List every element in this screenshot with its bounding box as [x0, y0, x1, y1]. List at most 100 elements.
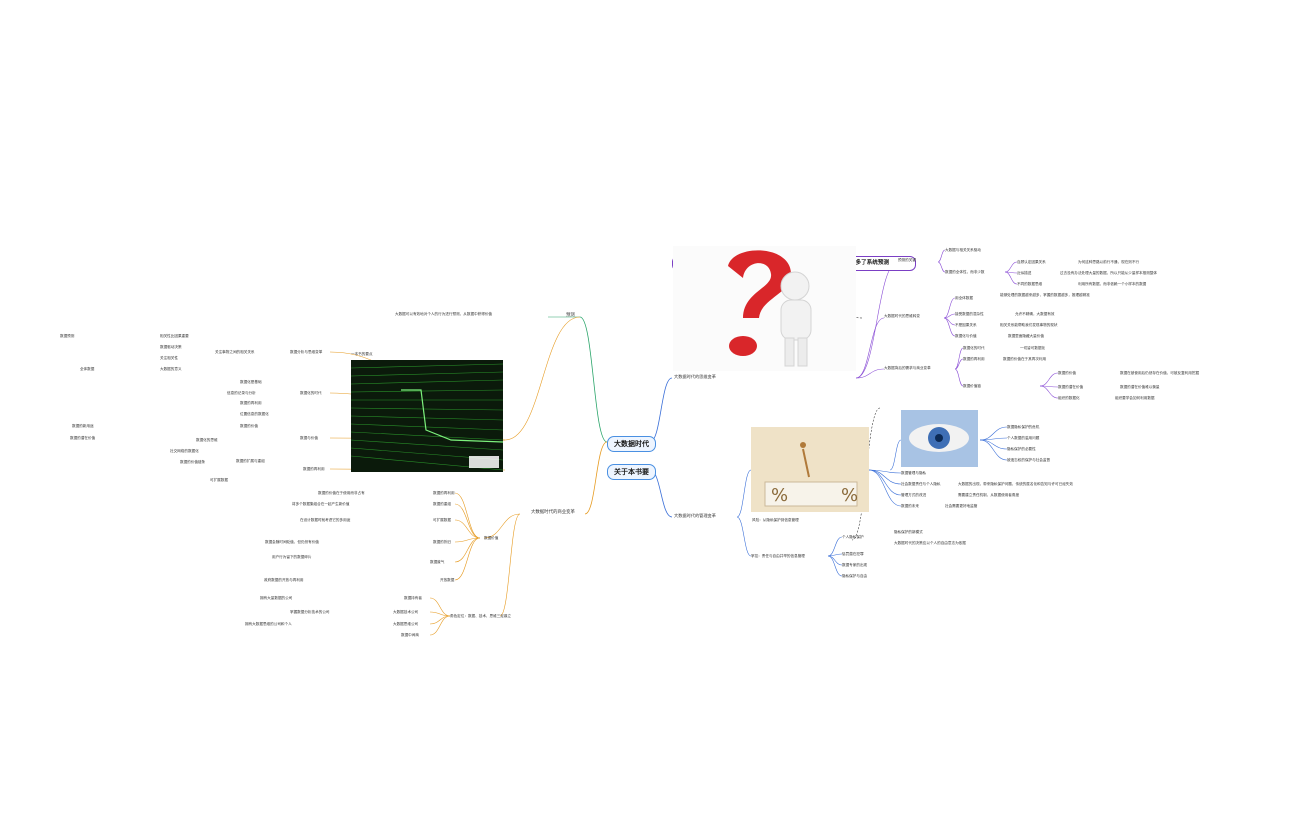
lt-g1-item-1[interactable]: 关注事物之间的相关关系 [215, 350, 255, 354]
rt-group-3-label[interactable]: 大数据背后的需求与商业变革 [884, 366, 931, 370]
rt-g2-item-4-note: 数据里面隐藏大量价值 [1008, 334, 1044, 338]
link-rb-eye-i3 [979, 439, 1008, 461]
lt-g3-item-2[interactable]: 数据的再利用 [303, 467, 325, 471]
rb-list-2[interactable]: 社会数据责任与个人隐私 [901, 482, 941, 486]
link-lb-g1-i5 [454, 537, 481, 581]
question-mark-figure-image [673, 246, 856, 371]
link-rb-eye-i0 [979, 426, 1008, 441]
link-rt-g2 [855, 317, 885, 379]
rb-mid-note-2: 需要建立责任机制，从数据使用者角度 [958, 493, 1020, 497]
rb-eye-item-2[interactable]: 个人数据的滥用问题 [1007, 436, 1040, 440]
rb-gov-item-2[interactable]: 惩罚潜在犯罪 [842, 552, 864, 556]
link-lb-g1-i1 [454, 503, 481, 539]
lt-g3-label[interactable]: 数据与价值 [300, 436, 318, 440]
rt-g3-sub-2[interactable]: 数据的潜在价值 [1058, 385, 1084, 389]
lt-branch-predict[interactable]: 预测 [566, 313, 575, 318]
lt-g2-item-2-sub-1: 社交网络的数据化 [170, 449, 199, 453]
root-node-big-data-era[interactable]: 大数据时代 [607, 436, 656, 452]
rt-g3-item-3[interactable]: 数据价值链 [963, 384, 981, 388]
lb-g1-item-4[interactable]: 数据的折旧 [433, 540, 451, 544]
lt-g2-item-1[interactable]: 数据化是基础 [240, 380, 262, 384]
lb-g2-item-1[interactable]: 数据持有者 [404, 596, 422, 600]
lb-g1-item-3[interactable]: 可扩展数据 [433, 518, 451, 522]
link-rt-g1-i1 [937, 249, 946, 263]
lt-g3-item-1-sub-2: 数据的潜在价值 [70, 436, 96, 440]
rb-list-4[interactable]: 数据的未来 [901, 504, 919, 508]
lt-image-caption: 一本书的要点 [351, 352, 373, 356]
rt-g2-item-1[interactable]: 用全体数据 [955, 296, 973, 300]
lt-g1-item-1-sub-1: 相关性比因果重要 [160, 334, 189, 338]
link-lb-g1 [483, 513, 521, 539]
lt-g2-item-1-sub-3: 位置信息的数据化 [240, 412, 269, 416]
link-rt-g2-i0 [943, 297, 956, 319]
lb-g1-item-6[interactable]: 开放数据 [440, 578, 455, 582]
lb-g1-item-5[interactable]: 数据废气 [430, 560, 445, 564]
rt-group-1-item-1[interactable]: 大数据与相关关系驱动 [945, 248, 981, 252]
rb-list-3[interactable]: 管理方式的改进 [901, 493, 927, 497]
lt-g1-item-2[interactable]: 大数据的意义 [160, 367, 182, 371]
rt-g2-item-2-note: 允许不精确，大数据有效 [1015, 312, 1055, 316]
lb-g2-item-3[interactable]: 大数据思维公司 [393, 622, 419, 626]
rt-group-1-item-2[interactable]: 数据的全体性，而非少数 [945, 270, 985, 274]
rt-g3-item-2-note: 数据的价值在于其再次利用 [1003, 357, 1047, 361]
lb-g1-item-1[interactable]: 数据的再利用 [433, 491, 455, 495]
rb-gov-note-1: 隐私保护的新模式 [894, 530, 923, 534]
svg-text:%: % [771, 485, 788, 506]
rt-caption[interactable]: 大数据时代的思维变革 [674, 374, 716, 379]
rt-g2-item-3-note: 相关关系能帮助我们发现事物的现状 [1000, 323, 1058, 327]
lb-g1-item-5-note: 用户行为留下的数据碎片 [272, 555, 312, 559]
lb-g2-item-1-note: 拥有大量数据的公司 [260, 596, 293, 600]
lb-g2-label[interactable]: 角色定位：数据、技术、思维三足鼎立 [450, 614, 512, 618]
link-root-right-top [649, 377, 673, 443]
rt-g3-item-2[interactable]: 数据的再利用 [963, 357, 985, 361]
rb-eye-item-3[interactable]: 隐私保护的必要性 [1007, 447, 1036, 451]
lt-g1-label[interactable]: 数据分析与思维变革 [290, 350, 323, 354]
rt-g3-sub-2-note: 数据的潜在价值难以衡量 [1120, 385, 1160, 389]
link-rb-eye [889, 439, 902, 471]
rt-group-2-label[interactable]: 大数据时代的思维转变 [884, 314, 920, 318]
rt-g2-item-2[interactable]: 接受数据的混杂性 [955, 312, 984, 316]
rt-g1-sub-2-note: 过去没有办法处理大量的数据，所以只能从少量样本推测整体 [1060, 271, 1158, 275]
root-node-about-book[interactable]: 关于本书要 [607, 464, 656, 480]
lt-g2-item-2[interactable]: 数据化的思维 [196, 438, 218, 442]
lb-g1-item-2[interactable]: 数据的重组 [433, 502, 451, 506]
rb-image-caption: 风险：从隐私保护到信息管理 [752, 518, 799, 522]
rt-g2-item-3[interactable]: 不是因果关系 [955, 323, 977, 327]
rb-eye-item-4[interactable]: 被遗忘权的保护与社会监督 [1007, 458, 1051, 462]
lb-g2-item-2[interactable]: 大数据技术公司 [393, 610, 419, 614]
lb-g1-label[interactable]: 数据价值 [484, 536, 499, 540]
rt-g3-sub-3[interactable]: 组织的数据化 [1058, 396, 1080, 400]
rt-g1-sub-2[interactable]: 近似描述 [1017, 271, 1032, 275]
rt-g1-sub-3[interactable]: 不同的数据思维 [1017, 282, 1043, 286]
rt-g1-sub-3-note: 利用所有数据，而非依赖一个小样本的数据 [1078, 282, 1147, 286]
lt-g2-label[interactable]: 数据化的时代 [300, 391, 322, 395]
link-rt-g3-i2 [954, 368, 964, 387]
rb-caption[interactable]: 大数据时代的管理变革 [674, 513, 716, 518]
rt-group-1-label[interactable]: 预测的关键 [898, 258, 916, 262]
rt-g1-sub-1[interactable]: 自顾认定因果关系 [1017, 260, 1046, 264]
rt-g2-item-4[interactable]: 数据化与价值 [955, 334, 977, 338]
link-rb-list3 [868, 469, 902, 507]
rt-g3-sub-1-note: 数据在被使用后仍然存在价值，可被反复利用挖掘 [1120, 371, 1200, 375]
link-lb-g2-i3 [429, 615, 451, 636]
rb-eye-item-1[interactable]: 数据隐私保护的危机 [1007, 425, 1040, 429]
link-rt-g3-sub0 [1039, 372, 1059, 387]
rt-g3-item-1[interactable]: 数据化的时代 [963, 346, 985, 350]
lb-branch[interactable]: 大数据时代的商业变革 [531, 510, 575, 515]
rt-g3-sub-1[interactable]: 数据的价值 [1058, 371, 1076, 375]
rb-gov-item-3[interactable]: 数据专家的出现 [842, 563, 868, 567]
link-rt-g2-i3 [943, 317, 956, 337]
link-lb-g2-i0 [429, 597, 451, 617]
svg-text:%: % [841, 485, 858, 506]
rb-list-1[interactable]: 数据管理与隐私 [901, 471, 927, 475]
lb-g2-item-4[interactable]: 数据中间商 [401, 633, 419, 637]
lt-g3-item-1[interactable]: 数据的价值 [240, 424, 258, 428]
rb-gov-label[interactable]: 掌控：责任与自由并举的信息管理 [751, 554, 805, 558]
rb-gov-item-4[interactable]: 隐私保护与自由 [842, 574, 868, 578]
rb-gov-item-1[interactable]: 个人隐私保护 [842, 535, 864, 539]
binary-code-image [351, 360, 503, 472]
lt-intro: 大数据可以有效地对个人的行为进行预测，从数据中获得价值 [395, 312, 493, 316]
link-rt-g1-sub-0 [1004, 261, 1018, 273]
